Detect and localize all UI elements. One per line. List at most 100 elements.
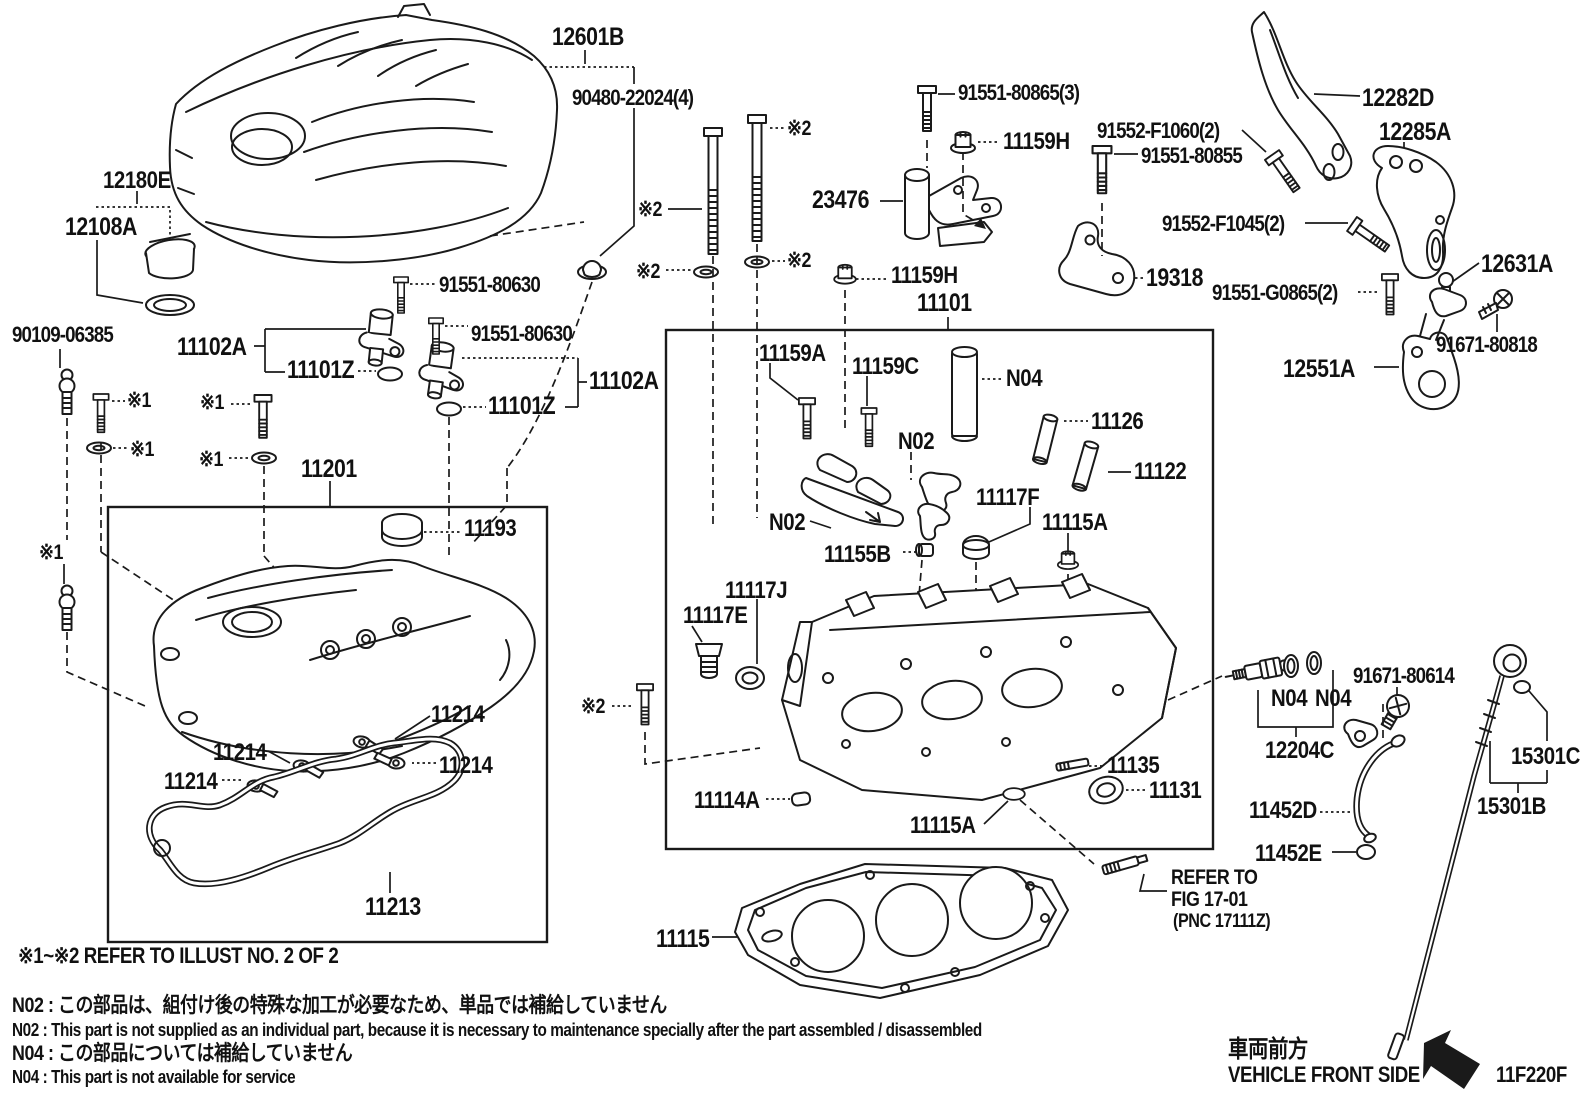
service-note: N04 : この部品については補給していません	[12, 1042, 353, 1065]
asterisk-mark: ※2	[636, 260, 661, 283]
part-number-label: 11101Z	[488, 392, 556, 420]
engine-cover-drawing	[168, 3, 559, 264]
head-gasket-drawing	[734, 863, 1069, 999]
service-note: N04 : This part is not available for ser…	[12, 1067, 296, 1087]
part-number-label: 11214	[213, 739, 267, 766]
part-number-label: 11117E	[683, 602, 748, 629]
vehicle-front-arrow	[1423, 1030, 1480, 1089]
part-number-label: 91551-80855	[1141, 143, 1243, 168]
oil-seal-drawing	[1088, 775, 1124, 805]
bracket-12282D-drawing	[1250, 11, 1353, 181]
part-number-label: 11115	[656, 925, 710, 953]
part-number-label: N04	[1315, 685, 1352, 712]
part-number-label: 11201	[301, 455, 357, 483]
part-number-label: 91551-80865(3)	[958, 80, 1080, 105]
dipstick-guide-drawing	[1343, 718, 1406, 844]
asterisk-mark: ※2	[787, 117, 812, 140]
part-number-label: 12180E	[103, 167, 171, 194]
part-number-label: 12282D	[1362, 84, 1434, 112]
part-number-label: 15301C	[1511, 743, 1580, 770]
blind-plug-11193-drawing	[381, 513, 423, 547]
camshaft-cap-assembly-drawing	[800, 453, 904, 527]
part-number-label: 11159C	[852, 353, 919, 380]
part-number-label: 11126	[1091, 408, 1144, 435]
bracket-12285A-drawing	[1372, 145, 1456, 279]
part-number-label: 11452D	[1249, 797, 1317, 824]
part-number-label: 11214	[164, 768, 218, 795]
valve-cover-drawing	[152, 558, 536, 773]
part-number-label: 11214	[439, 752, 493, 779]
dipstick-drawing	[1387, 644, 1527, 1061]
service-note: N02 : この部品は、組付け後の特殊な加工が必要なため、単品では補給していませ…	[12, 994, 667, 1017]
part-number-label: 11193	[464, 515, 517, 542]
part-number-label: 91671-80818	[1436, 332, 1538, 357]
part-number-label: 11214	[431, 701, 485, 728]
asterisk-mark: ※2	[787, 249, 812, 272]
part-number-label: 12285A	[1379, 118, 1451, 146]
insulator-12631A-drawing	[1428, 272, 1467, 318]
valve-cover-group-box	[106, 505, 549, 944]
asterisk-mark: ※1	[127, 389, 152, 412]
dowel-N04-drawing	[951, 346, 978, 442]
part-number-label: 11122	[1134, 458, 1187, 485]
camshaft-cap-drawing	[917, 471, 962, 541]
vehicle-front-label-en: VEHICLE FRONT SIDE	[1228, 1062, 1420, 1087]
union-stud-drawing	[1101, 854, 1149, 876]
part-number-label: 91551-80630	[471, 321, 573, 346]
asterisk-mark: ※1	[130, 438, 155, 461]
refer-note-line: (PNC 17111Z)	[1173, 911, 1271, 932]
asterisk-mark: ※1	[199, 448, 224, 471]
part-number-label: 11101Z	[287, 356, 355, 384]
part-number-label: 15301B	[1477, 793, 1546, 820]
refer-note-line: REFER TO	[1171, 866, 1258, 889]
asterisk-mark: ※2	[638, 198, 663, 221]
part-number-label: 11159H	[1003, 128, 1070, 155]
part-number-label: 90109-06385	[12, 322, 114, 347]
refer-note-line: FIG 17-01	[1171, 888, 1248, 911]
part-number-label: 11115A	[910, 812, 976, 839]
part-number-label: 12601B	[552, 23, 624, 51]
part-number-label: 91552-F1045(2)	[1162, 211, 1285, 236]
oil-nozzle-drawing	[1055, 757, 1090, 772]
part-number-label: 11452E	[1255, 840, 1322, 867]
part-number-label: 91551-80630	[439, 272, 541, 297]
part-number-label: 91671-80614	[1353, 663, 1455, 688]
asterisk-mark: ※1	[39, 541, 64, 564]
part-number-label: 91552-F1060(2)	[1097, 118, 1220, 143]
straight-pin-drawing	[915, 543, 934, 557]
bolt-91671-80818-drawing	[1478, 289, 1513, 320]
part-number-label: 11155B	[824, 541, 891, 568]
vehicle-front-label-jp: 車両前方	[1228, 1036, 1308, 1063]
part-number-label: 11159H	[891, 262, 958, 289]
part-number-label: 11213	[365, 893, 421, 921]
valve-cover-gasket-drawing	[146, 735, 465, 888]
part-number-label: N04	[1271, 685, 1308, 712]
part-number-label: 11102A	[177, 333, 247, 361]
asterisk-mark: ※1	[200, 391, 225, 414]
cylinder-head-group-box	[664, 328, 1215, 851]
part-number-label: 12631A	[1481, 250, 1553, 278]
part-number-label: N04	[1006, 365, 1043, 392]
part-number-label: 11102A	[589, 367, 659, 395]
part-number-label: 11114A	[694, 787, 760, 814]
bracket-23476-drawing	[904, 168, 1002, 247]
part-number-label: N02	[898, 428, 935, 455]
screw-91671-80614-drawing	[1380, 694, 1410, 731]
part-number-label: 12204C	[1265, 737, 1334, 764]
footnote: ※1~※2 REFER TO ILLUST NO. 2 OF 2	[18, 943, 339, 968]
part-number-label: 11101	[917, 289, 972, 317]
valve-cap-drawing	[962, 535, 990, 560]
taper-plug-drawing	[695, 643, 723, 679]
bracket-12551A-drawing	[1401, 313, 1460, 411]
bracket-19318-drawing	[1058, 221, 1136, 297]
service-note: N02 : This part is not supplied as an in…	[12, 1020, 982, 1040]
cylinder-head-drawing	[781, 573, 1177, 801]
part-number-label: 90480-22024(4)	[572, 85, 694, 110]
part-number-label: 12108A	[65, 213, 137, 241]
part-number-label: 12551A	[1283, 355, 1355, 383]
asterisk-mark: ※2	[581, 695, 606, 718]
part-number-label: 11117J	[725, 577, 788, 604]
